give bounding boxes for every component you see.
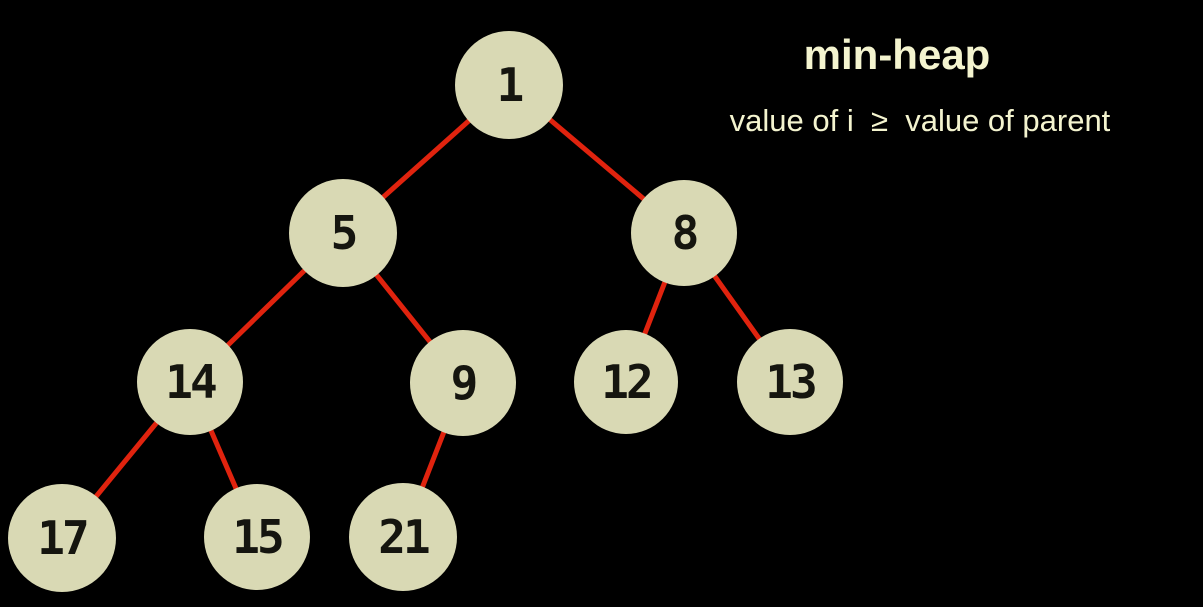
tree-node-12-value: 12 [601,355,650,409]
tree-node-1-circle [455,31,563,139]
tree-node-17-value: 17 [37,511,87,565]
tree-edges [59,82,793,541]
tree-node-13-circle [737,329,843,435]
tree-node-9-value: 9 [451,356,476,410]
tree-node-8-value: 8 [672,206,697,260]
tree-node-12-circle [574,330,678,434]
tree-node-21-value: 21 [378,510,429,564]
diagram-title: min-heap [804,31,991,78]
tree-node-9-circle [410,330,516,436]
tree-node-5-value: 5 [331,206,356,260]
tree-node-15-value: 15 [232,510,282,564]
tree-node-13-value: 13 [765,355,815,409]
tree-nodes [8,31,843,592]
tree-node-5-circle [289,179,397,287]
tree-node-14-value: 14 [165,355,216,409]
tree-node-labels: 1 5 8 14 9 12 13 17 15 21 [37,58,818,565]
tree-node-15-circle [204,484,310,590]
tree-node-17-circle [8,484,116,592]
heading: min-heap value of i ≥ value of parent [730,31,1111,138]
tree-node-14-circle [137,329,243,435]
tree-node-21-circle [349,483,457,591]
tree-node-1-value: 1 [497,58,523,112]
tree-node-8-circle [631,180,737,286]
diagram-subtitle: value of i ≥ value of parent [730,103,1111,138]
